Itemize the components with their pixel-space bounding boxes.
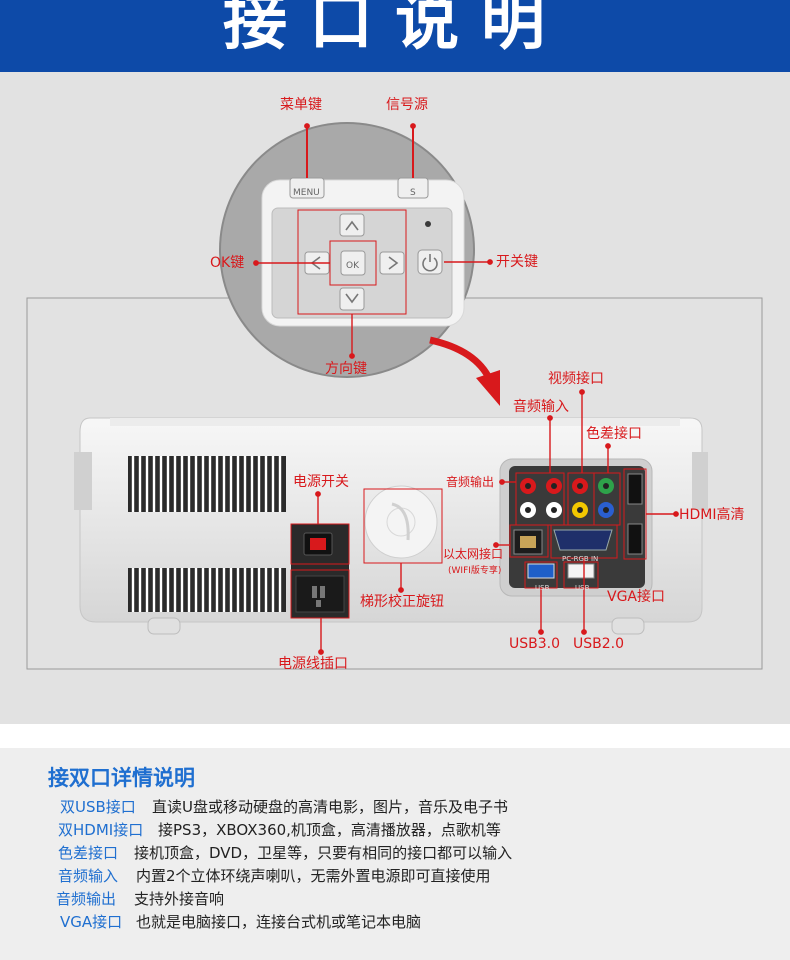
detail-key: 色差接口 (58, 844, 119, 862)
keystone-knob (364, 485, 438, 559)
io-panel (499, 458, 653, 597)
ethernet-label: 以太网接口 (443, 547, 504, 561)
power-module (291, 524, 349, 618)
detail-desc: 直读U盘或移动硬盘的高清电影，图片，音乐及电子书 (152, 798, 508, 816)
section-gap (0, 724, 790, 748)
source-key-label: 信号源 (386, 97, 428, 113)
pointer-arrow (429, 336, 500, 406)
audio-in-label: 音频输入 (513, 399, 569, 415)
leader-lines (315, 389, 679, 655)
vga-port-text: PC-RGB IN (562, 555, 599, 563)
detail-desc: 内置2个立体环绕声喇叭，无需外置电源即可直接使用 (136, 867, 491, 885)
usb3-label: USB3.0 (509, 636, 561, 652)
component-label: 色差接口 (586, 426, 642, 442)
power-switch-label: 电源开关 (293, 474, 349, 490)
hdmi-label: HDMI高清 (679, 507, 745, 523)
menu-key-label: 菜单键 (280, 97, 322, 113)
power-key-label: 开关键 (496, 254, 538, 270)
power-cord-label: 电源线插口 (278, 656, 348, 672)
details-title: 接双口详情说明 (48, 766, 195, 790)
detail-key: 音频输入 (58, 867, 119, 885)
audio-out-label: 音频输出 (446, 475, 495, 489)
direction-key-label: 方向键 (325, 361, 367, 377)
detail-desc: 接PS3，XBOX360,机顶盒，高清播放器，点歌机等 (158, 821, 501, 839)
detail-desc: 支持外接音响 (134, 890, 225, 908)
detail-desc: 接机顶盒，DVD，卫星等，只要有相同的接口都可以输入 (134, 844, 513, 862)
details-panel (0, 748, 790, 960)
keypad-magnifier (219, 122, 475, 378)
detail-key: 音频输出 (56, 890, 117, 908)
menu-button[interactable]: MENU (293, 188, 320, 198)
detail-key: VGA接口 (60, 913, 123, 931)
keystone-label: 梯形校正旋钮 (360, 594, 444, 610)
vga-label: VGA接口 (607, 589, 666, 605)
ok-key-label: OK键 (210, 255, 245, 271)
usb2-label: USB2.0 (573, 636, 625, 652)
ok-button[interactable]: OK (346, 261, 359, 271)
video-in-label: 视频接口 (548, 371, 604, 387)
usb2-port-text: USB (575, 584, 590, 592)
top-banner: 接口说明 (0, 0, 790, 72)
detail-key: 双USB接口 (60, 798, 136, 816)
source-button[interactable]: S (410, 188, 416, 198)
banner-title: 接口说明 (223, 0, 567, 59)
detail-key: 双HDMI接口 (58, 821, 144, 839)
keypad-leader-lines (253, 123, 493, 359)
detail-desc: 也就是电脑接口，连接台式机或笔记本电脑 (136, 913, 422, 931)
wifi-note: (WIFI版专享) (448, 566, 502, 576)
highlight-boxes (290, 468, 647, 619)
usb3-port-text: USB (535, 584, 550, 592)
